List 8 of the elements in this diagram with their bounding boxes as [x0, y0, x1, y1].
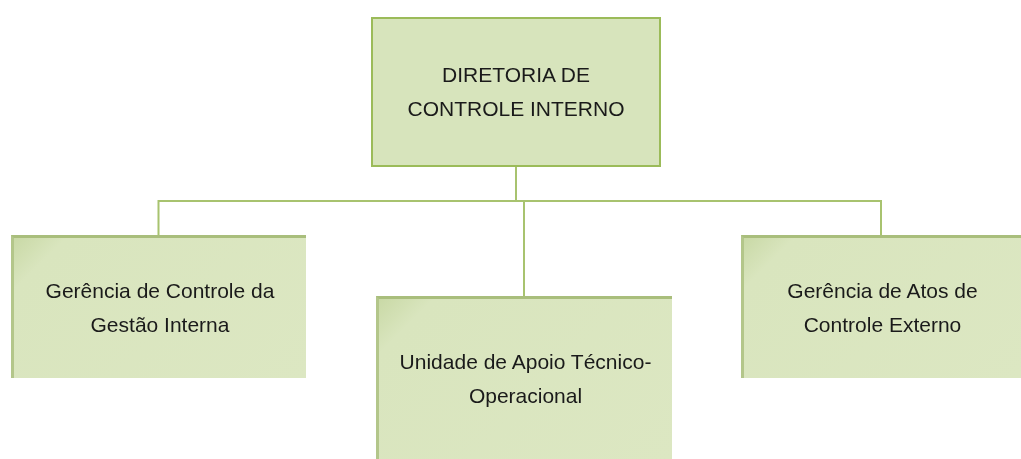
unit-name: DIRETORIA DE CONTROLE INTERNO	[406, 62, 626, 122]
unit-name: Gerência de Controle da Gestão Interna	[44, 278, 276, 338]
unit-name: Gerência de Atos de Controle Externo	[786, 278, 979, 338]
org-unit-box	[376, 296, 672, 459]
unit-name: Unidade de Apoio Técnico-Operacional	[398, 349, 653, 409]
org-unit-box	[741, 235, 1021, 378]
org-unit-box	[11, 235, 306, 378]
org-unit-box	[371, 17, 661, 167]
